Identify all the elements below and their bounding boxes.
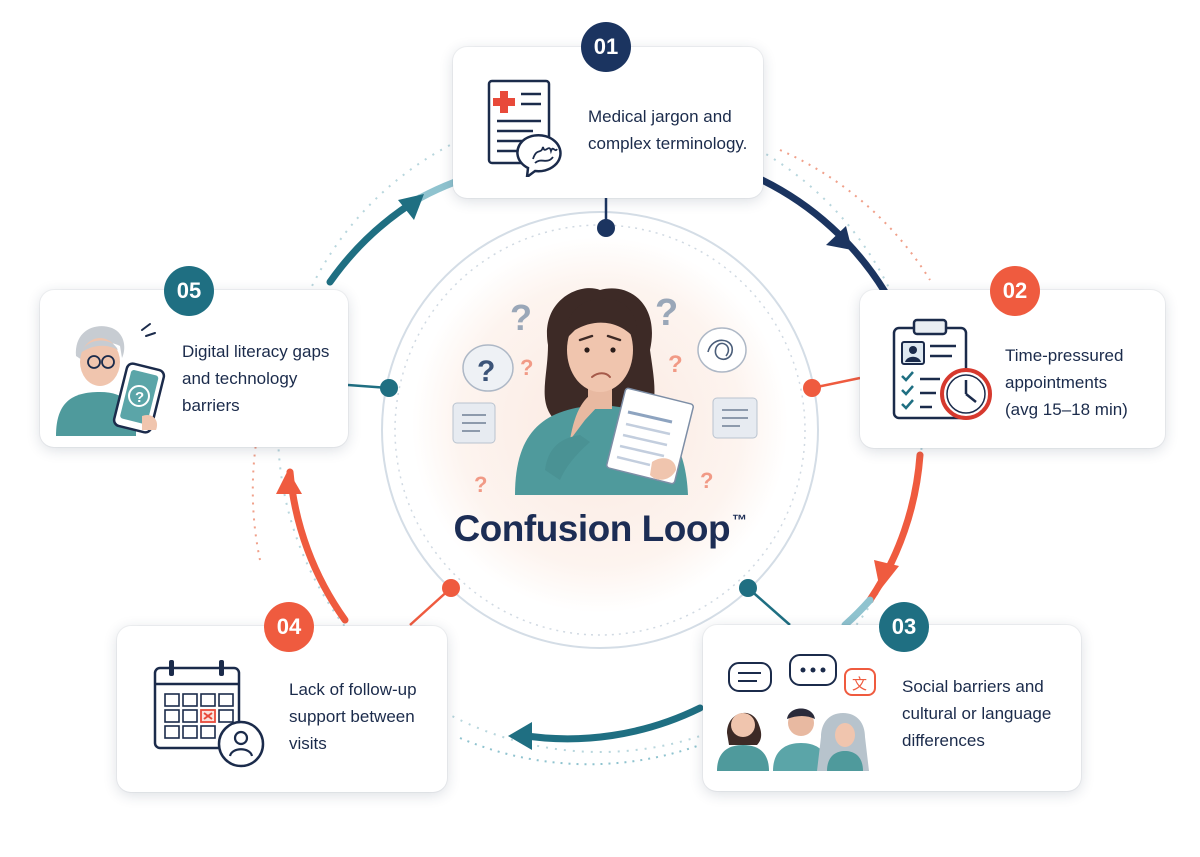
arrowhead-to-04	[508, 722, 532, 750]
connector-dot-04	[442, 579, 460, 597]
clipboard-clock-icon	[892, 318, 992, 420]
step-text-01: Medical jargon and complex terminology.	[588, 107, 748, 153]
question-bubble-icon: ?	[462, 344, 514, 392]
step-badge-03: 03	[879, 602, 929, 652]
step-card-01: Medical jargon and complex terminology.	[453, 47, 763, 198]
question-mark-icon: ?	[700, 468, 713, 493]
step-text-05: Digital literacy gaps and technology bar…	[182, 342, 330, 415]
arrowhead-to-03	[874, 560, 899, 590]
question-mark-icon: ?	[510, 297, 532, 338]
step-card-05: ? Digital literacy gaps and technology b…	[40, 290, 348, 447]
question-mark-icon: ?	[520, 355, 533, 380]
step-card-03: 文 Social barriers and cultural or langua…	[703, 625, 1081, 791]
side-document-icon	[452, 402, 496, 444]
calendar-person-icon	[153, 660, 265, 768]
diverse-people-speech-icon: 文	[717, 654, 876, 771]
step-card-04: Lack of follow-up support between visits	[117, 626, 447, 792]
arrowhead-to-05	[276, 470, 302, 494]
step-text-02: Time-pressured appointments (avg 15–18 m…	[1005, 346, 1128, 419]
connector-dot-02	[803, 379, 821, 397]
side-document-icon	[712, 397, 758, 439]
paper-document-icon	[606, 387, 694, 485]
arrow-segment-04-05	[286, 468, 349, 624]
step-badge-02: 02	[990, 266, 1040, 316]
svg-text:文: 文	[852, 675, 867, 693]
arrow-segment-03-04	[516, 704, 704, 743]
center-title-text: Confusion Loop	[453, 508, 731, 549]
connector-dot-03	[739, 579, 757, 597]
confused-woman-illustration: ? ? ? ? ? ? ?	[452, 288, 758, 497]
question-mark-icon: ?	[668, 351, 683, 378]
arrow-segment-01-02	[758, 176, 889, 296]
tangled-thought-icon	[697, 327, 747, 373]
svg-text:?: ?	[135, 389, 144, 406]
connector-dot-05	[380, 379, 398, 397]
trademark-symbol: ™	[732, 512, 747, 529]
step-card-02: Time-pressured appointments (avg 15–18 m…	[860, 290, 1165, 448]
medical-document-icon	[487, 79, 562, 177]
flow-arrowheads	[276, 194, 899, 750]
connector-dot-01	[597, 219, 615, 237]
step-badge-05: 05	[164, 266, 214, 316]
question-mark-icon: ?	[474, 472, 487, 497]
step-text-04: Lack of follow-up support between visits	[289, 680, 417, 753]
arrow-segment-02-03	[866, 451, 924, 604]
step-badge-04: 04	[264, 602, 314, 652]
connectors	[347, 198, 861, 626]
svg-text:?: ?	[477, 355, 495, 388]
arrowhead-to-02	[826, 226, 852, 250]
step-text-03: Social barriers and cultural or language…	[902, 677, 1052, 750]
person-phone-icon: ?	[56, 323, 166, 436]
step-badge-01: 01	[581, 22, 631, 72]
question-mark-icon: ?	[655, 292, 678, 334]
arrowhead-to-01	[398, 194, 424, 220]
